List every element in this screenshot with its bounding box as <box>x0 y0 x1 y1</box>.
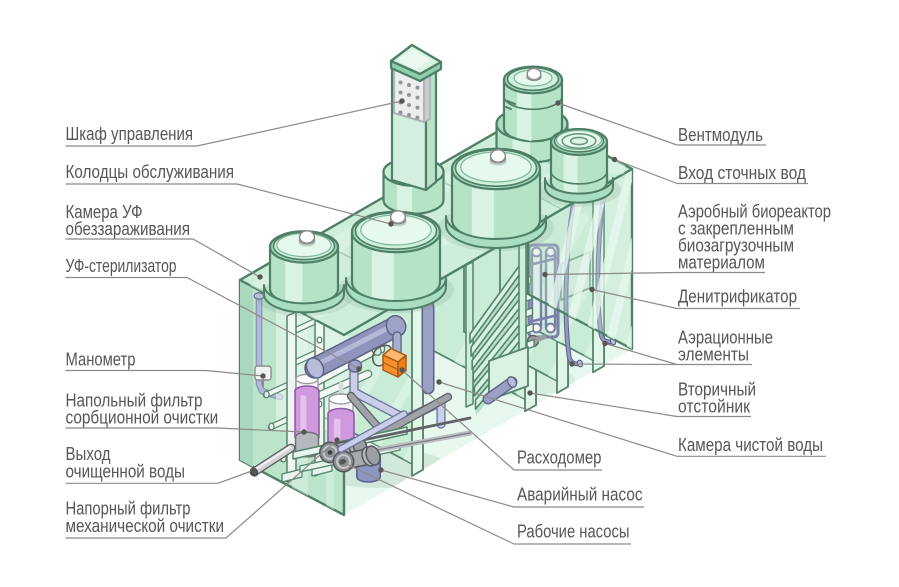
svg-text:Денитрификатор: Денитрификатор <box>678 286 797 306</box>
svg-text:Расходомер: Расходомер <box>517 448 602 468</box>
svg-text:Рабочие насосы: Рабочие насосы <box>517 522 630 542</box>
svg-text:очищенной воды: очищенной воды <box>66 461 186 481</box>
svg-text:Шкаф управления: Шкаф управления <box>66 124 194 144</box>
svg-text:УФ-стерилизатор: УФ-стерилизатор <box>66 256 177 276</box>
svg-text:Камера чистой воды: Камера чистой воды <box>678 435 823 455</box>
svg-text:биозагрузочным: биозагрузочным <box>678 236 794 256</box>
svg-text:Аварийный насос: Аварийный насос <box>517 485 643 505</box>
svg-text:Вторичный: Вторичный <box>678 380 756 400</box>
svg-text:Напольный фильтр: Напольный фильтр <box>66 391 203 411</box>
svg-text:сорбционной очистки: сорбционной очистки <box>66 408 219 428</box>
svg-text:элементы: элементы <box>678 345 749 365</box>
svg-text:Колодцы обслуживания: Колодцы обслуживания <box>66 162 235 182</box>
svg-text:Аэрационные: Аэрационные <box>678 328 773 348</box>
svg-text:с закрепленным: с закрепленным <box>678 219 794 239</box>
svg-text:Выход: Выход <box>66 444 111 464</box>
svg-text:Напорный фильтр: Напорный фильтр <box>66 499 191 519</box>
svg-text:Вход сточных вод: Вход сточных вод <box>678 163 806 183</box>
svg-text:Манометр: Манометр <box>66 350 136 370</box>
svg-text:Вентмодуль: Вентмодуль <box>678 125 763 145</box>
svg-text:Аэробный биореактор: Аэробный биореактор <box>678 202 831 222</box>
svg-text:механической очистки: механической очистки <box>66 516 225 536</box>
svg-text:отстойник: отстойник <box>678 397 750 417</box>
svg-text:материалом: материалом <box>678 253 765 273</box>
svg-text:Камера УФ: Камера УФ <box>66 202 143 222</box>
svg-text:обеззараживания: обеззараживания <box>66 219 191 239</box>
